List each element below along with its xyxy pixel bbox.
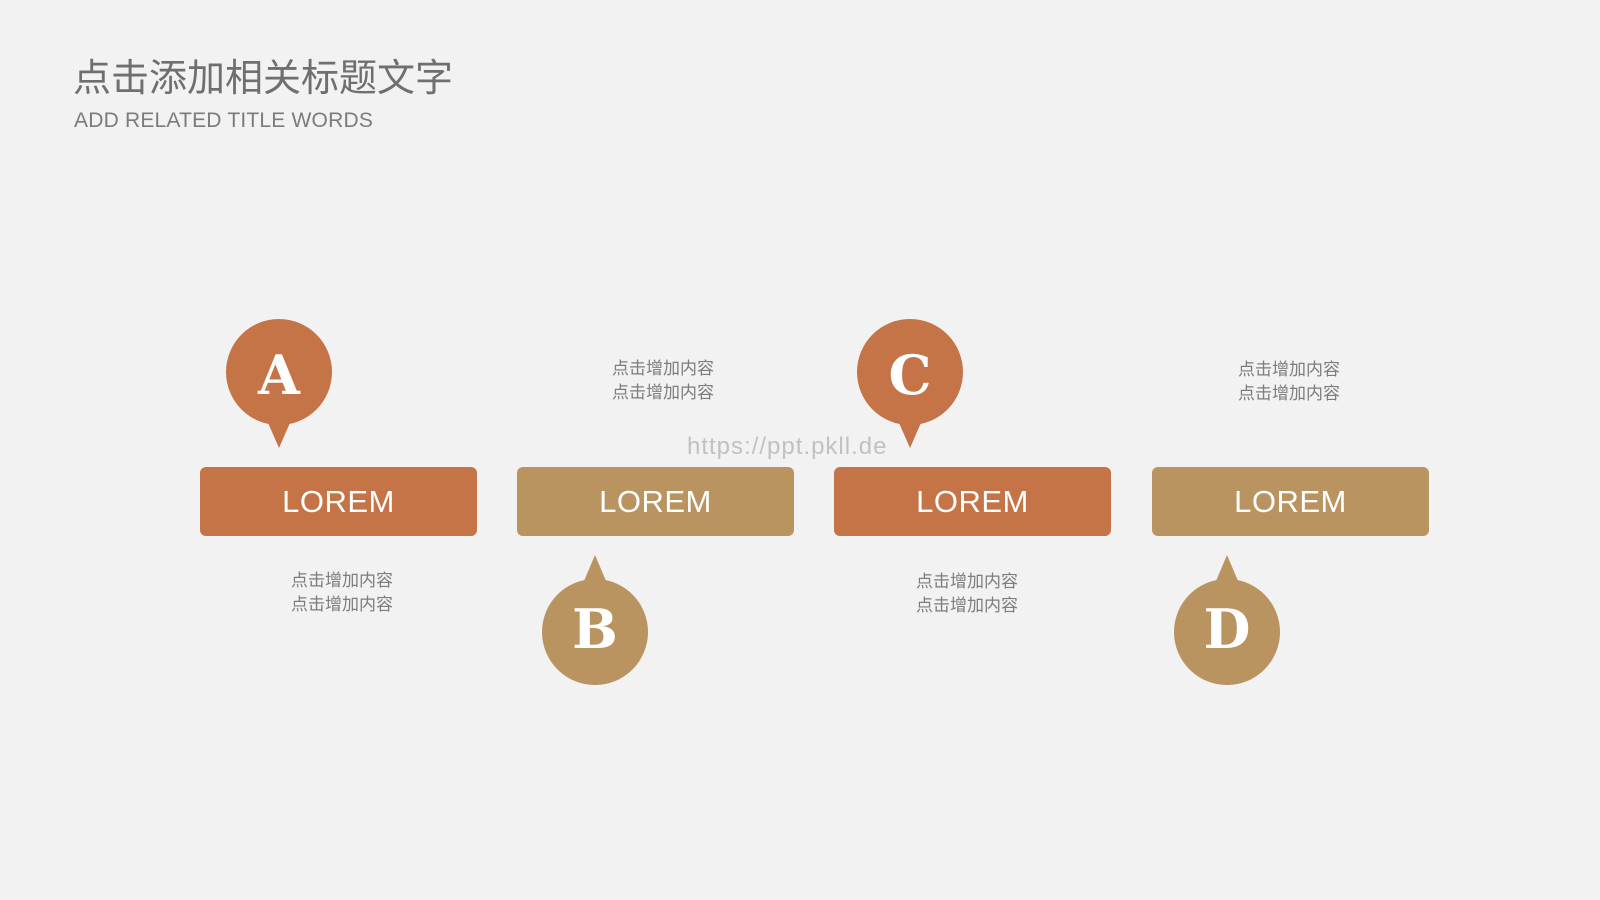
- slide-subtitle: ADD RELATED TITLE WORDS: [74, 109, 374, 132]
- watermark-text: https://ppt.pkll.de: [687, 433, 888, 460]
- step-description-a-line-2: 点击增加内容: [291, 595, 393, 615]
- step-description-d-line-2: 点击增加内容: [1238, 384, 1340, 404]
- marker-d: D: [1170, 555, 1284, 685]
- step-description-d[interactable]: 点击增加内容 点击增加内容: [1209, 358, 1369, 406]
- marker-c: C: [853, 319, 967, 449]
- marker-letter-a: A: [258, 343, 300, 407]
- marker-letter-d: D: [1203, 597, 1251, 661]
- marker-letter-b: B: [572, 597, 618, 661]
- pin-shape-a: [226, 319, 332, 448]
- step-description-d-line-1: 点击增加内容: [1238, 360, 1340, 380]
- step-description-b-line-2: 点击增加内容: [612, 383, 714, 403]
- step-description-c-line-2: 点击增加内容: [916, 596, 1018, 616]
- step-description-b[interactable]: 点击增加内容 点击增加内容: [583, 357, 743, 405]
- step-box-c[interactable]: LOREM: [834, 467, 1111, 536]
- pin-shape-d: [1174, 555, 1280, 685]
- step-description-a-line-1: 点击增加内容: [291, 571, 393, 591]
- pin-shape-b: [542, 555, 648, 685]
- step-box-a[interactable]: LOREM: [200, 467, 477, 536]
- step-description-b-line-1: 点击增加内容: [612, 359, 714, 379]
- slide-title: 点击添加相关标题文字: [73, 56, 454, 100]
- step-box-b[interactable]: LOREM: [517, 467, 794, 536]
- pin-shape-c: [857, 319, 963, 448]
- step-description-c-line-1: 点击增加内容: [916, 572, 1018, 592]
- step-description-c[interactable]: 点击增加内容 点击增加内容: [887, 570, 1047, 618]
- step-description-a[interactable]: 点击增加内容 点击增加内容: [262, 569, 422, 617]
- marker-letter-c: C: [888, 343, 932, 407]
- marker-b: B: [538, 555, 652, 685]
- marker-a: A: [222, 319, 336, 449]
- step-box-d[interactable]: LOREM: [1152, 467, 1429, 536]
